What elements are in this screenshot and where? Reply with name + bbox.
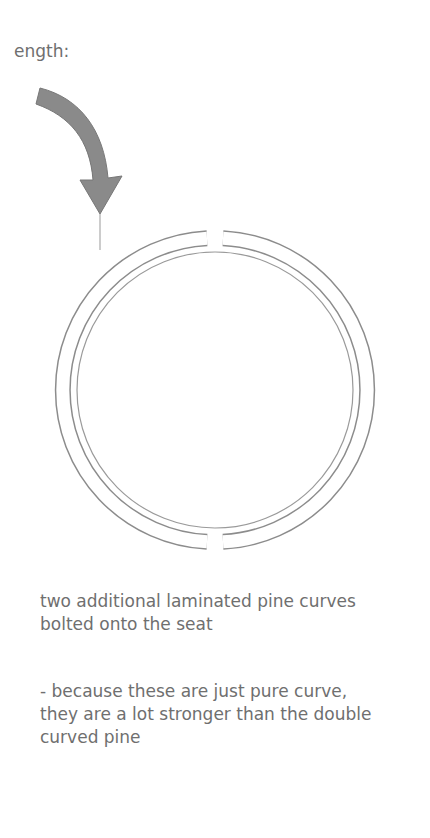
left-curve bbox=[63, 238, 207, 542]
seat-ring bbox=[63, 238, 367, 542]
arrow-tail bbox=[100, 214, 101, 250]
right-curve-fill bbox=[223, 238, 367, 542]
note: two additional laminated pine curves bol… bbox=[40, 590, 390, 636]
curved-arrow bbox=[36, 88, 122, 214]
seat-outline bbox=[77, 252, 353, 528]
heading-fragment: ength: bbox=[14, 40, 214, 63]
left-curve-fill bbox=[63, 238, 207, 542]
right-curve bbox=[223, 238, 367, 542]
note: - because these are just pure curve, the… bbox=[40, 680, 390, 749]
